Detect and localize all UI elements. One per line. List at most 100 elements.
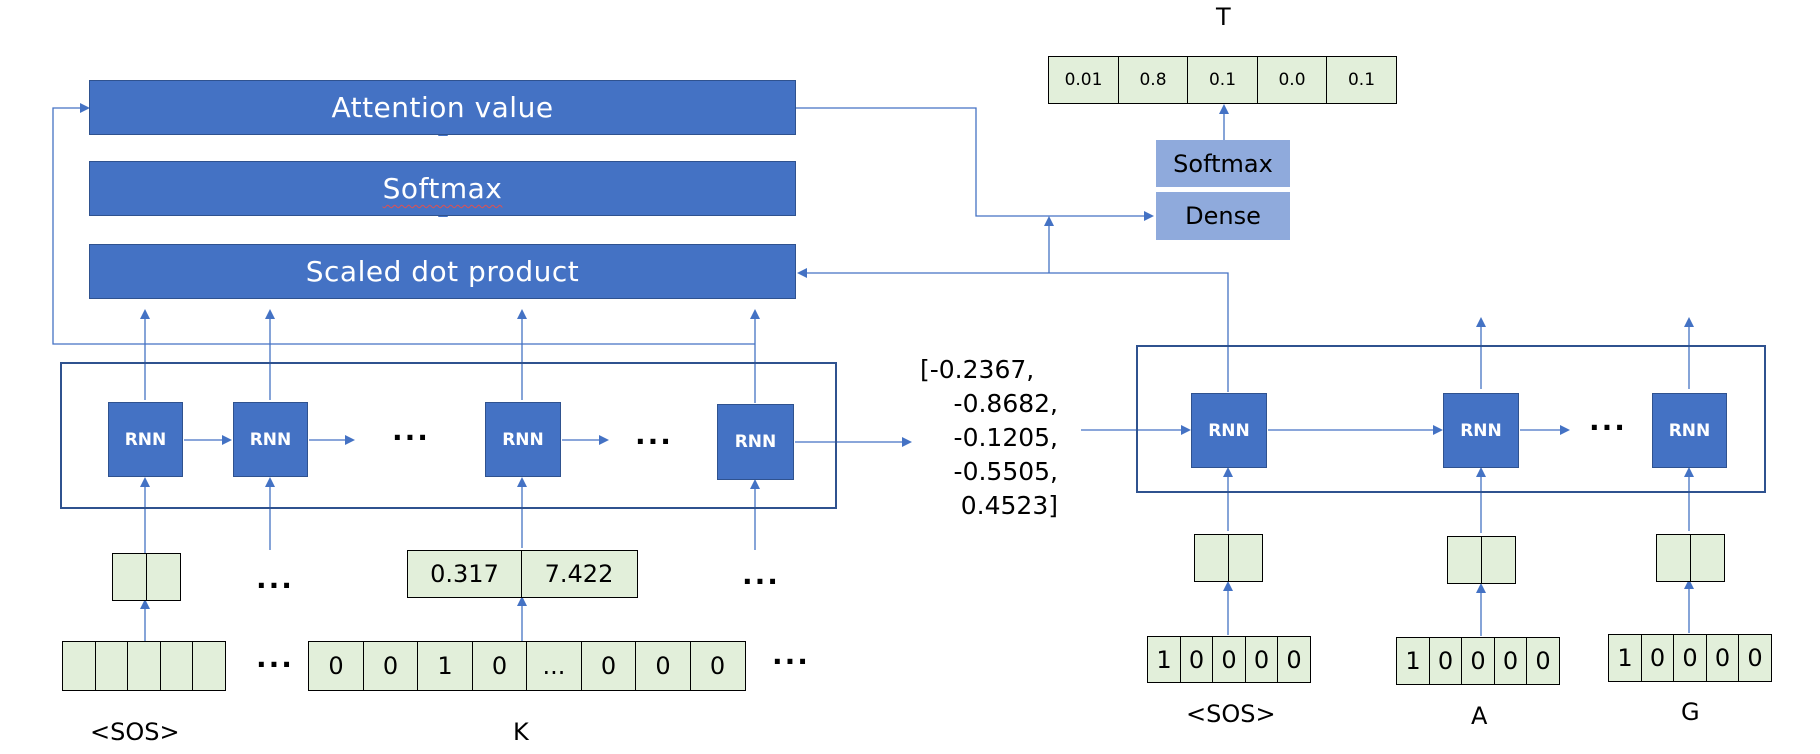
- decoder-rnn-label: RNN: [1668, 420, 1711, 441]
- context-line: -0.1205,: [953, 423, 1058, 452]
- decoder-onehot-2: 1 0 0 0 0: [1396, 637, 1560, 685]
- embedding-cell: [1689, 534, 1725, 582]
- decoder-input-label-3: G: [1681, 698, 1700, 726]
- embedding-cell: [1447, 536, 1482, 584]
- onehot-cell: [192, 641, 226, 691]
- onehot-cell: 0: [362, 641, 419, 691]
- decoder-onehot-1: 1 0 0 0 0: [1147, 636, 1311, 683]
- decoder-input-label-1: <SOS>: [1186, 700, 1276, 728]
- onehot-cell: 1: [417, 641, 473, 691]
- arrow-enc-outputs-to-attention: [52, 103, 755, 345]
- probability-cell: 0.8: [1117, 56, 1189, 104]
- encoder-rnn-label: RNN: [249, 429, 292, 450]
- encoder-ellipsis-1: ...: [392, 414, 430, 447]
- encoder-rnn-label: RNN: [502, 429, 544, 450]
- arrow-dec-hidden-to-scaled: [797, 268, 1229, 392]
- probability-cell: 0.01: [1048, 56, 1119, 104]
- arrow-attention-to-dense: [796, 107, 1154, 221]
- decoder-frame: [1136, 345, 1766, 493]
- encoder-k-label: K: [513, 718, 529, 746]
- encoder-input-ellipsis-1: ...: [256, 562, 294, 595]
- encoder-rnn-label: RNN: [734, 432, 777, 452]
- encoder-rnn-label: RNN: [124, 429, 167, 450]
- onehot-cell: 0: [1738, 634, 1772, 682]
- k-embedding-vector: 0.317 7.422: [407, 550, 638, 598]
- decoder-embedding-1: [1194, 534, 1263, 582]
- onehot-cell: 0: [1640, 634, 1675, 682]
- onehot-cell: 0: [1212, 636, 1246, 683]
- onehot-cell: [94, 641, 129, 691]
- onehot-cell: [127, 641, 161, 691]
- decoder-rnn-2: RNN: [1443, 393, 1519, 468]
- onehot-cell: 0: [1526, 637, 1560, 685]
- decoder-embedding-2: [1447, 536, 1516, 584]
- onehot-cell: 0: [471, 641, 528, 691]
- onehot-cell: 0: [1428, 637, 1463, 685]
- decoder-rnn-1: RNN: [1191, 393, 1267, 468]
- encoder-frame: [60, 362, 837, 509]
- embedding-cell: [112, 553, 147, 601]
- onehot-cell: 1: [1608, 634, 1642, 682]
- output-token-label: T: [1216, 3, 1231, 31]
- encoder-rnn-4: RNN: [717, 404, 794, 480]
- output-probability-vector: 0.01 0.8 0.1 0.0 0.1: [1048, 56, 1397, 104]
- probability-cell: 0.0: [1256, 56, 1328, 104]
- encoder-ellipsis-2: ...: [635, 418, 673, 451]
- k-onehot-vector: 0 0 1 0 ... 0 0 0: [308, 641, 746, 691]
- onehot-cell: 0: [1673, 634, 1707, 682]
- onehot-cell: 0: [580, 641, 637, 691]
- decoder-embedding-3: [1656, 534, 1725, 582]
- onehot-cell: ...: [526, 641, 582, 691]
- embedding-cell: [1194, 534, 1229, 582]
- decoder-softmax-block: Softmax: [1156, 140, 1290, 187]
- encoder-rnn-2: RNN: [233, 402, 308, 477]
- onehot-cell: 0: [689, 641, 746, 691]
- onehot-cell: 0: [1461, 637, 1495, 685]
- embedding-cell: [1480, 536, 1516, 584]
- onehot-cell: 0: [635, 641, 691, 691]
- context-line: [-0.2367,: [920, 355, 1035, 384]
- probability-cell: 0.1: [1187, 56, 1258, 104]
- decoder-softmax-label: Softmax: [1173, 149, 1273, 178]
- decoder-rnn-label: RNN: [1208, 420, 1250, 441]
- decoder-onehot-3: 1 0 0 0 0: [1608, 634, 1772, 682]
- encoder-input-ellipsis-2: ...: [742, 558, 780, 591]
- encoder-softmax-block: Softmax: [89, 161, 796, 216]
- encoder-rnn-1: RNN: [108, 402, 183, 477]
- embedding-cell: 7.422: [520, 550, 638, 598]
- sos-onehot-vector: [62, 641, 226, 691]
- context-line: -0.5505,: [953, 457, 1058, 486]
- decoder-ellipsis: ...: [1589, 404, 1627, 437]
- dense-block: Dense: [1156, 192, 1290, 240]
- decoder-rnn-3: RNN: [1652, 393, 1727, 468]
- attention-value-label: Attention value: [331, 91, 554, 124]
- onehot-cell: 0: [1705, 634, 1740, 682]
- encoder-onehot-ellipsis-1: ...: [256, 641, 294, 674]
- probability-cell: 0.1: [1326, 56, 1397, 104]
- embedding-cell: [1227, 534, 1263, 582]
- onehot-cell: [62, 641, 96, 691]
- context-line: -0.8682,: [953, 389, 1058, 418]
- encoder-onehot-ellipsis-2: ...: [772, 638, 810, 671]
- onehot-cell: 0: [1493, 637, 1528, 685]
- encoder-sos-label: <SOS>: [90, 718, 180, 746]
- embedding-cell: [1656, 534, 1691, 582]
- encoder-rnn-3: RNN: [485, 402, 561, 477]
- onehot-cell: [159, 641, 194, 691]
- sos-embedding-vector: [112, 553, 181, 601]
- encoder-softmax-label: Softmax: [382, 172, 503, 205]
- context-vector: [-0.2367, -0.8682, -0.1205, -0.5505, 0.4…: [920, 353, 1058, 523]
- onehot-cell: 1: [1147, 636, 1181, 683]
- onehot-cell: 0: [1244, 636, 1279, 683]
- decoder-rnn-label: RNN: [1460, 420, 1502, 441]
- onehot-cell: 0: [1277, 636, 1311, 683]
- onehot-cell: 0: [1179, 636, 1214, 683]
- embedding-cell: [145, 553, 181, 601]
- embedding-cell: 0.317: [407, 550, 522, 598]
- attention-value-block: Attention value: [89, 80, 796, 135]
- onehot-cell: 1: [1396, 637, 1430, 685]
- decoder-input-label-2: A: [1471, 702, 1488, 730]
- dense-label: Dense: [1185, 202, 1261, 230]
